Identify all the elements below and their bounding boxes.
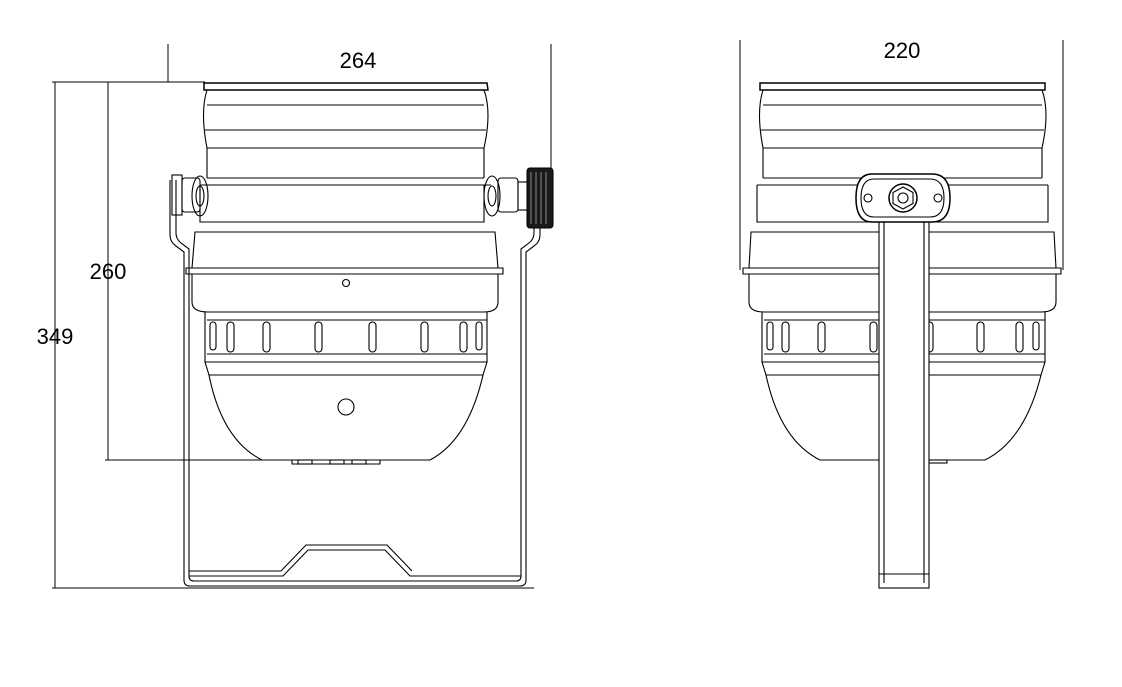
- pivot-nut-icon: [888, 183, 918, 213]
- side-width-dimension: 220: [739, 38, 1064, 270]
- side-view: 220: [739, 38, 1064, 589]
- front-height-label: 260: [90, 259, 127, 284]
- front-total-height-dimension: 349: [37, 81, 190, 589]
- side-yoke-arm: [878, 204, 930, 589]
- front-view: 264 260 349: [37, 44, 554, 589]
- front-vent-slots: [209, 321, 483, 353]
- front-yoke: [164, 180, 541, 589]
- front-left-pivot: [171, 174, 209, 217]
- front-right-pivot: [483, 175, 529, 217]
- front-width-label: 264: [340, 48, 377, 73]
- front-height-dimension: 260: [90, 81, 330, 461]
- side-width-label: 220: [884, 38, 921, 63]
- front-housing: [185, 82, 504, 465]
- front-width-dimension: 264: [167, 44, 552, 182]
- front-total-height-label: 349: [37, 324, 74, 349]
- knob-icon: [526, 167, 554, 229]
